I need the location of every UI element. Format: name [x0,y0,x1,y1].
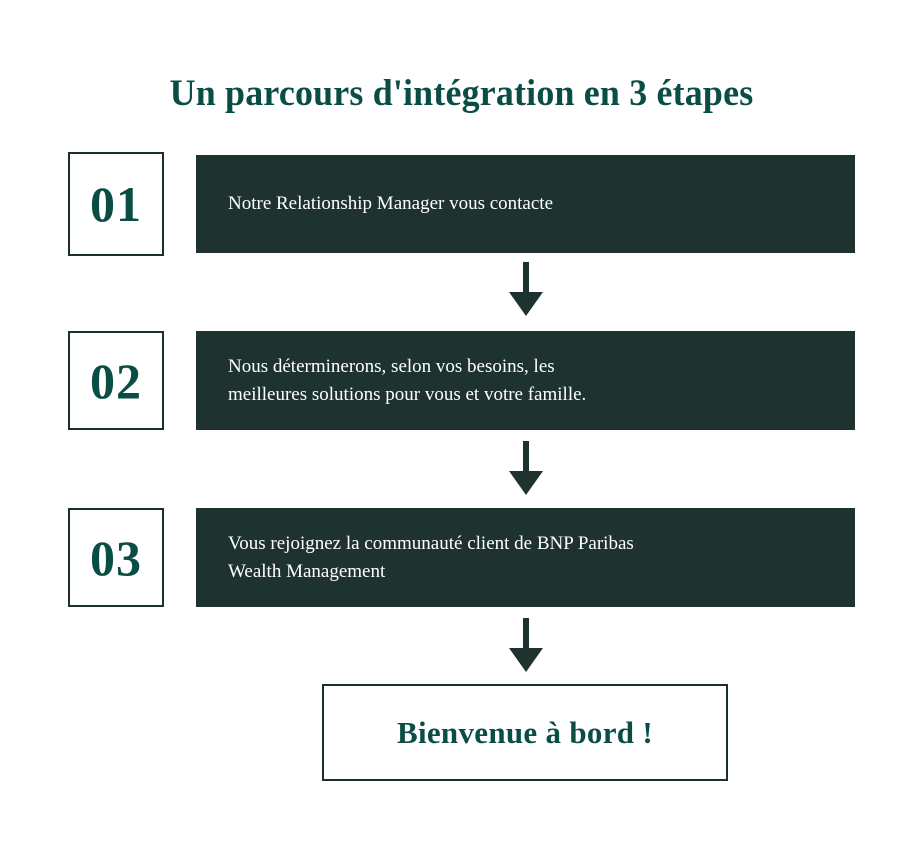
step-row-1: 01 Notre Relationship Manager vous conta… [0,152,923,256]
step-number-box-3: 03 [68,508,164,607]
arrow-stem [523,618,529,650]
arrow-stem [523,441,529,473]
step-number-label-2: 02 [90,352,142,409]
step-number-label-1: 01 [90,176,142,232]
step-panel-2: Nous déterminerons, selon vos besoins, l… [196,331,855,430]
step-row-3: 03 Vous rejoignez la communauté client d… [0,508,923,610]
arrow-head [509,648,543,672]
step-description-2: Nous déterminerons, selon vos besoins, l… [228,355,587,405]
welcome-label: Bienvenue à bord ! [396,714,653,750]
step-description-3: Vous rejoignez la communauté client de B… [228,532,634,582]
arrow-head [509,471,543,495]
step-number-box-2: 02 [68,331,164,430]
step-row-2: 02 Nous déterminerons, selon vos besoins… [0,331,923,433]
step-number-label-3: 03 [90,529,142,586]
welcome-box: Bienvenue à bord ! [322,684,728,781]
step-panel-1: Notre Relationship Manager vous contacte [196,155,855,253]
arrow-head [509,292,543,316]
step-number-box-1: 01 [68,152,164,256]
down-arrow-icon [509,262,543,316]
step-panel-3: Vous rejoignez la communauté client de B… [196,508,855,607]
page-title: Un parcours d'intégration en 3 étapes [169,73,754,114]
arrow-stem [523,262,529,294]
step-description-1: Notre Relationship Manager vous contacte [228,193,554,215]
down-arrow-icon [509,618,543,672]
down-arrow-icon [509,441,543,495]
